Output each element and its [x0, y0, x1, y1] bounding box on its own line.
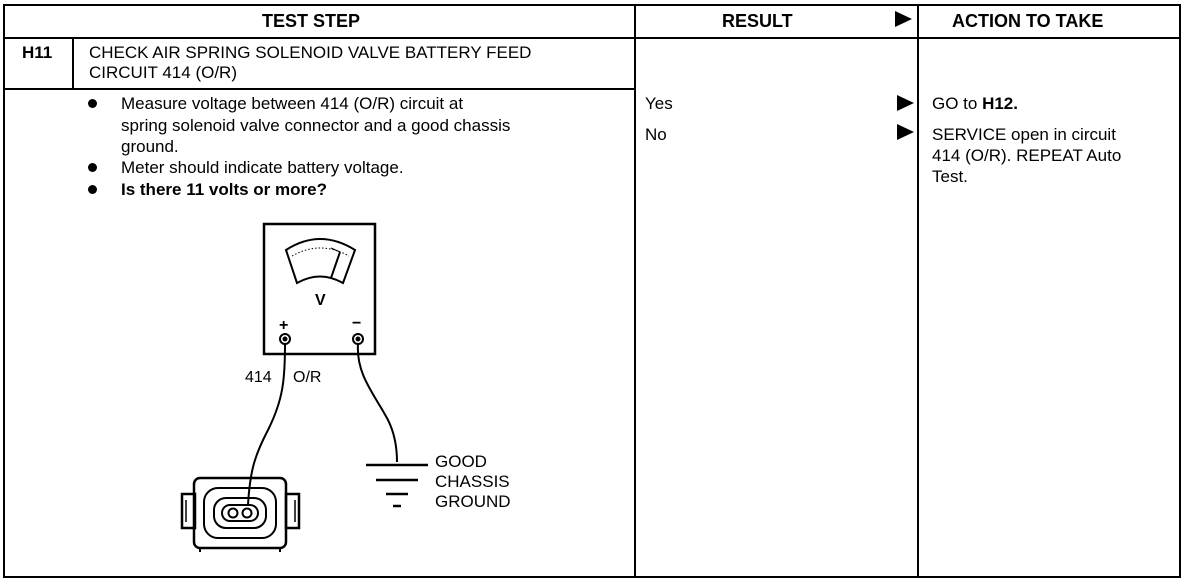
header-result: RESULT [722, 11, 793, 31]
result-yes-arrow-icon [897, 95, 914, 111]
bullet-icon [88, 185, 97, 194]
meter-minus-label: − [352, 315, 361, 332]
meter-unit-label: V [315, 292, 326, 309]
bullet-icon [88, 99, 97, 108]
header-arrow-icon [895, 11, 912, 27]
bullet-icon [88, 163, 97, 172]
step-id: H11 [22, 43, 53, 62]
ground-label-line3: GROUND [435, 492, 511, 511]
header-test-step: TEST STEP [262, 11, 361, 31]
result-yes: Yes [645, 94, 673, 113]
ground-label-line1: GOOD [435, 452, 487, 471]
ground-symbol-icon [366, 463, 428, 508]
instruction-1-line3: ground. [121, 137, 179, 156]
wire-circuit-label: 414 [245, 369, 272, 386]
result-no: No [645, 125, 667, 144]
action-no-line3: Test. [932, 167, 968, 186]
ground-label-line2: CHASSIS [435, 472, 510, 491]
solenoid-connector-icon [180, 476, 301, 552]
action-yes: GO to H12. [932, 94, 1018, 114]
instruction-1-line1: Measure voltage between 414 (O/R) circui… [121, 94, 464, 113]
action-no-line1: SERVICE open in circuit [932, 125, 1116, 144]
negative-lead-wire [356, 343, 398, 463]
terminal-positive-icon [279, 333, 291, 345]
action-yes-prefix: GO to [932, 94, 983, 113]
meter-plus-label: + [279, 317, 288, 334]
action-no-line2: 414 (O/R). REPEAT Auto [932, 146, 1122, 165]
result-no-arrow-icon [897, 124, 914, 140]
instruction-3-question: Is there 11 volts or more? [121, 180, 327, 199]
step-title-line1: CHECK AIR SPRING SOLENOID VALVE BATTERY … [89, 43, 532, 62]
header-action: ACTION TO TAKE [952, 11, 1104, 31]
instruction-2: Meter should indicate battery voltage. [121, 158, 404, 177]
voltmeter-icon [262, 222, 377, 356]
action-yes-target: H12. [982, 94, 1018, 113]
instruction-1-line2: spring solenoid valve connector and a go… [121, 116, 511, 135]
wire-color-label: O/R [293, 369, 321, 386]
step-title-line2: CIRCUIT 414 (O/R) [89, 63, 237, 82]
terminal-negative-icon [352, 333, 364, 345]
